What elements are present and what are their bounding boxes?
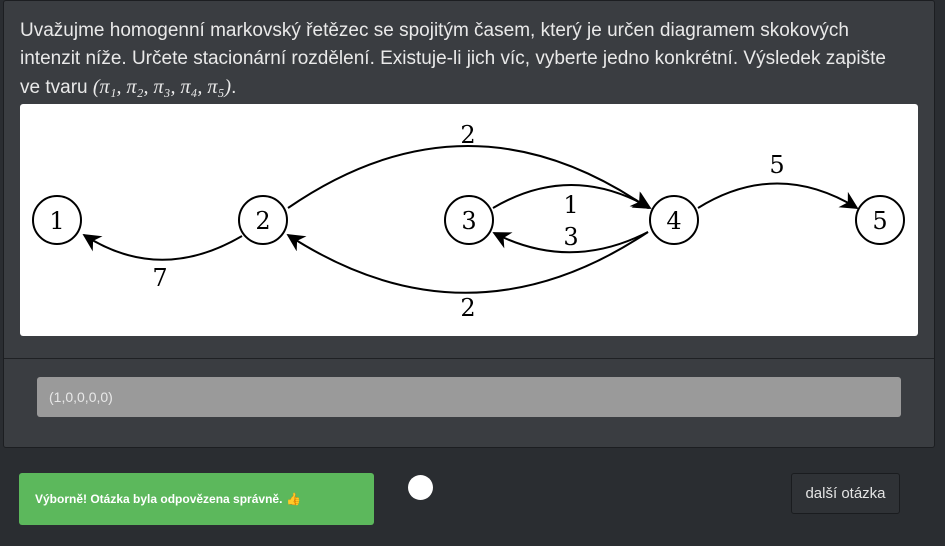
feedback-success-alert: Výborně! Otázka byla odpovězena správně.… <box>19 473 374 525</box>
question-body: Uvažujme homogenní markovský řetězec se … <box>20 20 886 98</box>
thumbs-up-icon: 👍 <box>286 492 302 506</box>
rate-label-2-1: 7 <box>152 264 167 292</box>
node-3: 3 <box>444 195 494 245</box>
node-2-label: 2 <box>255 207 270 235</box>
divider <box>4 358 934 359</box>
edge-2-1 <box>82 234 243 261</box>
rate-label-2-4: 2 <box>460 121 475 149</box>
edge-2-4 <box>287 145 650 210</box>
edge-3-4 <box>492 184 652 209</box>
question-text: Uvažujme homogenní markovský řetězec se … <box>20 17 910 102</box>
node-1: 1 <box>32 195 82 245</box>
edge-4-2 <box>286 231 649 294</box>
node-4: 4 <box>649 195 699 245</box>
node-1-label: 1 <box>49 207 64 235</box>
rate-label-4-3: 3 <box>563 223 578 251</box>
node-3-label: 3 <box>461 207 476 235</box>
question-formula: (π₁, π₂, π₃, π₄, π₅) <box>92 76 232 98</box>
edge-4-3 <box>492 231 649 254</box>
status-dot <box>408 475 433 500</box>
feedback-text: Výborně! Otázka byla odpovězena správně. <box>35 492 283 506</box>
node-5-label: 5 <box>872 207 887 235</box>
rate-label-4-5: 5 <box>769 151 784 179</box>
node-4-label: 4 <box>666 207 681 235</box>
question-card: Uvažujme homogenní markovský řetězec se … <box>3 0 935 448</box>
answer-field[interactable]: (1,0,0,0,0) <box>37 377 901 417</box>
rate-label-4-2: 2 <box>460 294 475 322</box>
diagram-svg: 2 5 1 3 7 2 1 2 3 4 <box>32 121 905 322</box>
node-2: 2 <box>238 195 288 245</box>
rate-label-3-4: 1 <box>563 191 578 219</box>
question-end: . <box>231 77 237 98</box>
node-5: 5 <box>855 195 905 245</box>
next-question-button[interactable]: další otázka <box>791 473 900 514</box>
rate-diagram: 2 5 1 3 7 2 1 2 3 4 <box>20 104 918 336</box>
edge-4-5 <box>697 182 859 209</box>
